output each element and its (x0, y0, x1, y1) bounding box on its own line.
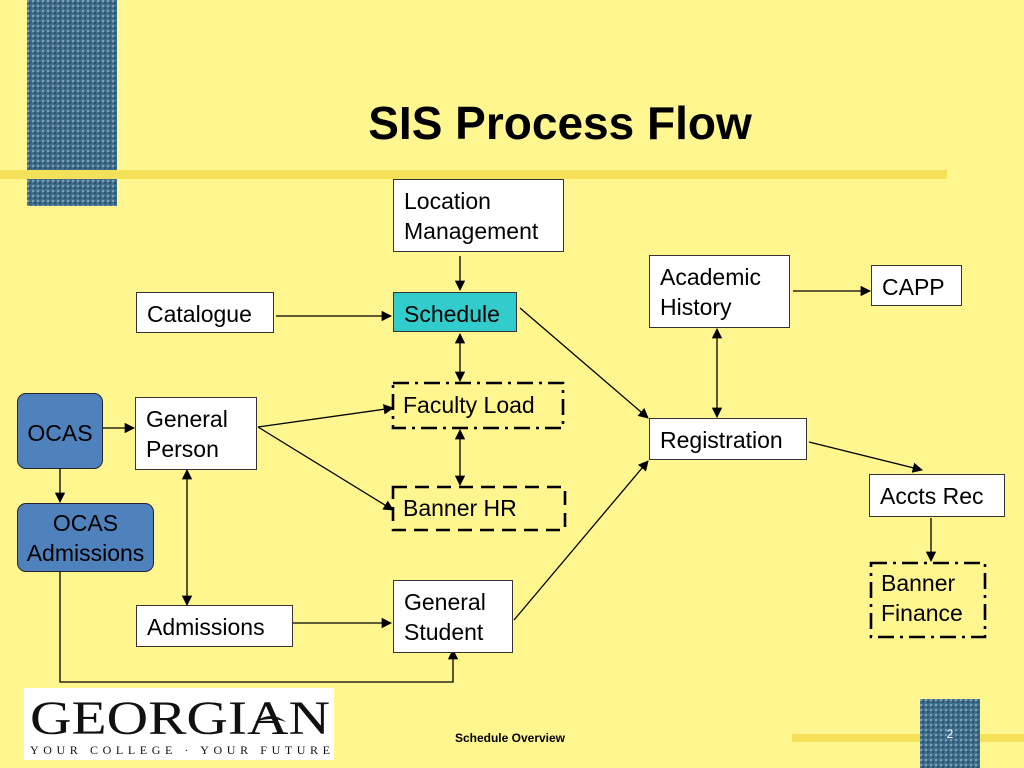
banner-hr-node: Banner HR (393, 488, 565, 529)
general-person-label-line2: Person (146, 436, 219, 462)
arrow-ocas-admissions-to-general-student (59, 572, 459, 683)
location-management-label-line1: Location (404, 188, 491, 214)
page-number-block (920, 699, 980, 768)
ocas-admissions-label-line1: OCAS (52, 510, 119, 536)
general-student-label-line1: General (404, 589, 486, 615)
general-person-node: General Person (135, 397, 257, 470)
academic-history-label-line2: History (660, 294, 732, 320)
banner-finance-label-line1: Banner (881, 570, 956, 596)
footer-text: Schedule Overview (454, 731, 566, 745)
ocas-node: OCAS (17, 393, 103, 469)
ocas-label: OCAS (27, 420, 93, 446)
arrow-person-to-faculty-load (257, 404, 395, 428)
location-management-node: Location Management (393, 179, 564, 252)
arrow-general-student-to-registration (513, 460, 649, 621)
admissions-label: Admissions (147, 614, 265, 640)
ocas-admissions-node: OCAS Admissions (17, 503, 154, 572)
arrow-schedule-to-registration (519, 307, 649, 419)
faculty-load-node: Faculty Load (393, 385, 563, 427)
general-student-label-line2: Student (404, 619, 484, 645)
admissions-node: Admissions (136, 605, 293, 647)
catalogue-node: Catalogue (136, 292, 274, 333)
registration-node: Registration (649, 418, 807, 460)
page-number: 2 (946, 727, 954, 741)
schedule-node: Schedule (393, 292, 517, 332)
general-student-node: General Student (393, 580, 513, 653)
footer-accent-rule (792, 734, 1024, 742)
location-management-label-line2: Management (404, 218, 539, 244)
georgian-college-logo: GEORGIAN YOUR COLLEGE · YOUR FUTURE (24, 688, 334, 760)
banner-hr-label: Banner HR (403, 495, 517, 521)
general-person-label-line1: General (146, 406, 228, 432)
capp-node: CAPP (871, 265, 962, 306)
slide-title: SIS Process Flow (368, 97, 752, 149)
accts-rec-label: Accts Rec (880, 483, 984, 509)
title-underline-rule (0, 170, 947, 179)
accts-rec-node: Accts Rec (869, 474, 1005, 517)
faculty-load-dashed-border (391, 381, 565, 430)
faculty-load-label: Faculty Load (403, 392, 535, 418)
academic-history-label-line1: Academic (660, 264, 761, 290)
ocas-admissions-label-line2: Admissions (26, 540, 145, 566)
svg-text:GEORGIAN: GEORGIAN (30, 692, 330, 745)
registration-label: Registration (660, 427, 783, 453)
catalogue-label: Catalogue (147, 301, 252, 327)
capp-label: CAPP (882, 274, 945, 300)
arrow-person-to-banner-hr (257, 426, 394, 511)
banner-hr-dashed-border (391, 485, 567, 532)
banner-finance-label-line2: Finance (881, 600, 963, 626)
academic-history-node: Academic History (649, 255, 790, 328)
banner-finance-node: Banner Finance (871, 564, 985, 636)
arrow-registration-to-accts-rec (808, 441, 924, 473)
schedule-label: Schedule (404, 301, 500, 327)
